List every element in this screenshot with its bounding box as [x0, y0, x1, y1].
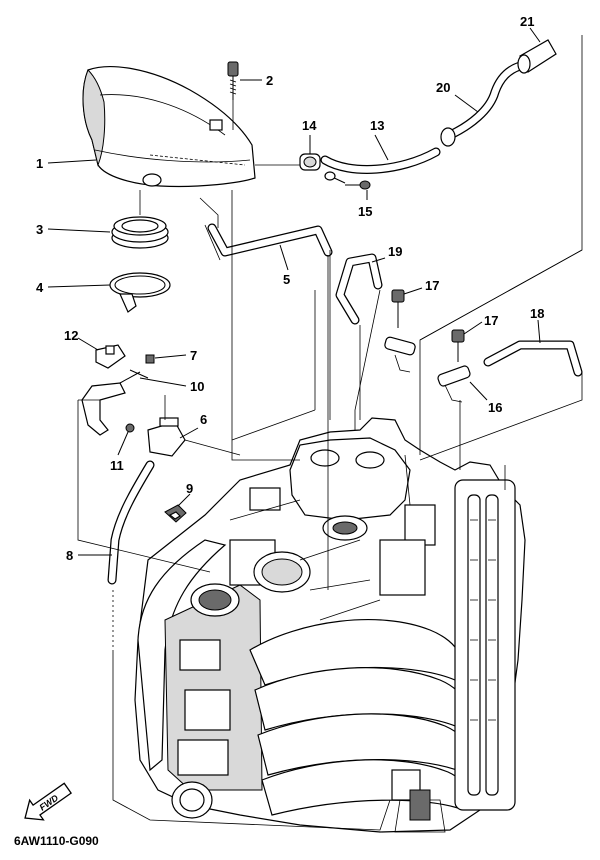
- callout-16: 16: [488, 400, 502, 415]
- part-19-hose: [335, 253, 383, 325]
- callout-10: 10: [190, 379, 204, 394]
- intake-runners: [249, 618, 472, 816]
- part-20-hose: [440, 61, 525, 147]
- diagram-code: 6AW1110-G090: [14, 834, 99, 848]
- callout-6: 6: [200, 412, 207, 427]
- sensor-assembly: [81, 344, 187, 650]
- callout-9: 9: [186, 481, 193, 496]
- callout-17-upper: 17: [425, 278, 439, 293]
- callout-21: 21: [520, 14, 534, 29]
- part-16-joints: [384, 336, 471, 403]
- callout-15: 15: [358, 204, 372, 219]
- part-21-sleeve: [517, 39, 557, 74]
- callout-4: 4: [36, 280, 44, 295]
- callout-19: 19: [388, 244, 402, 259]
- callout-7: 7: [190, 348, 197, 363]
- callout-5: 5: [283, 272, 290, 287]
- part-17-bolts: [391, 289, 465, 362]
- callout-labels: 1 2 3 4 5 6 7 8 9 10 11 12 13 14 15 16 1…: [36, 14, 544, 563]
- part-15-screw: [324, 171, 371, 190]
- part-2-bolt: [227, 61, 239, 100]
- part-5-breather-hose: [207, 223, 333, 257]
- callout-3: 3: [36, 222, 43, 237]
- callout-12: 12: [64, 328, 78, 343]
- callout-8: 8: [66, 548, 73, 563]
- part-3-seal-ring: [111, 216, 169, 249]
- part-18-hose: [483, 340, 583, 377]
- top-injector-assembly: [229, 437, 436, 596]
- part-4-clamp-band: [109, 272, 171, 313]
- fwd-direction-arrow: FWD: [24, 782, 73, 821]
- callout-18: 18: [530, 306, 544, 321]
- engine-block-intake-manifold: [134, 417, 526, 833]
- part-13-hose: [320, 147, 441, 174]
- part-14-grommet: [299, 153, 321, 171]
- assembly-lines: [47, 27, 583, 831]
- callout-20: 20: [436, 80, 450, 95]
- right-plenum: [454, 479, 516, 811]
- callout-11: 11: [110, 458, 124, 473]
- part-1-silencer-cover: [82, 66, 256, 188]
- callout-17-lower: 17: [484, 313, 498, 328]
- callout-13: 13: [370, 118, 384, 133]
- callout-2: 2: [266, 73, 273, 88]
- callout-14: 14: [302, 118, 317, 133]
- callout-1: 1: [36, 156, 43, 171]
